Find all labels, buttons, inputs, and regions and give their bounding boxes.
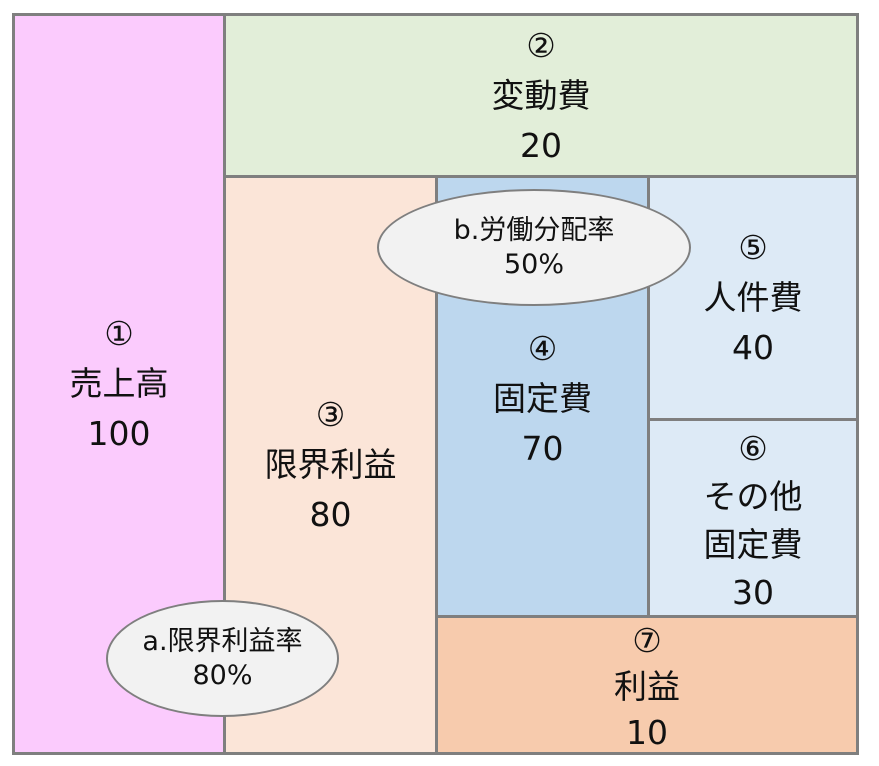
sales-value: 100 [87,414,151,453]
marginal-profit-ratio-ellipse: a.限界利益率 80% [106,600,339,717]
labor-share-label: b.労働分配率 [453,214,615,246]
marginal-profit-ratio-value: 80% [192,659,253,691]
profit-block: ⑦ 利益 10 [435,615,859,755]
marginal-profit-ratio-label: a.限界利益率 [142,625,303,657]
other-fixed-cost-block: ⑥ その他 固定費 30 [647,418,859,618]
variable-cost-label: 変動費 [491,75,591,115]
other-fixed-cost-label-line2: 固定費 [703,525,803,564]
labor-share-ellipse: b.労働分配率 50% [377,189,691,306]
personnel-cost-label: 人件費 [703,278,803,317]
personnel-cost-number: ⑤ [738,228,768,267]
sales-number: ① [104,314,134,353]
fixed-cost-label: 固定費 [493,379,592,418]
marginal-profit-value: 80 [309,495,352,534]
profit-value: 10 [626,713,668,752]
marginal-profit-label: 限界利益 [264,445,397,484]
personnel-cost-value: 40 [732,328,774,367]
fixed-cost-number: ④ [527,329,558,368]
labor-share-value: 50% [503,248,564,280]
profit-number: ⑦ [632,621,662,660]
marginal-profit-number: ③ [315,395,346,434]
variable-cost-block: ② 変動費 20 [223,13,859,178]
sales-label: 売上高 [69,364,169,403]
other-fixed-cost-value: 30 [732,573,774,612]
fixed-cost-value: 70 [521,429,564,468]
other-fixed-cost-label-line1: その他 [703,477,803,516]
personnel-cost-block: ⑤ 人件費 40 [647,175,859,421]
variable-cost-number: ② [526,25,556,65]
profit-label: 利益 [614,667,680,706]
variable-cost-value: 20 [520,125,562,165]
other-fixed-cost-number: ⑥ [738,429,768,468]
